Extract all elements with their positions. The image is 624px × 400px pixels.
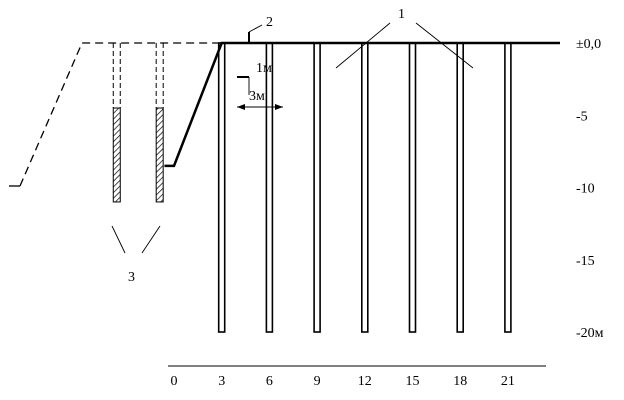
- callout-1-leaders: [335, 22, 474, 69]
- distance-label-9: 9: [314, 374, 321, 389]
- distance-label-15: 15: [406, 374, 420, 389]
- callout-1-label: 1: [398, 7, 405, 22]
- embed-dimension-label: 1м: [256, 61, 272, 76]
- anchor-element: [237, 32, 250, 95]
- callout-2-leader: [248, 24, 263, 33]
- old-piles: [112, 43, 164, 203]
- old-pile-1: [112, 43, 121, 203]
- old-pile-2: [155, 43, 164, 203]
- depth-label-4: -20м: [576, 326, 604, 341]
- distance-label-3: 3: [218, 374, 225, 389]
- distance-label-6: 6: [266, 374, 273, 389]
- pile-21: [504, 42, 512, 333]
- pile-15: [408, 42, 417, 333]
- callout-3-label: 3: [128, 270, 135, 285]
- spacing-dimension: [237, 104, 283, 110]
- depth-label-1: -5: [576, 109, 588, 124]
- pile-9: [313, 42, 321, 333]
- depth-label-2: -10: [576, 182, 595, 197]
- original-ground-profile: [19, 42, 237, 187]
- spacing-dimension-label: 3м: [249, 89, 265, 104]
- callout-2-label: 2: [266, 15, 273, 30]
- slope-line: [164, 42, 223, 168]
- depth-label-0: ±0,0: [576, 37, 601, 52]
- distance-label-18: 18: [453, 374, 467, 389]
- distance-label-21: 21: [501, 374, 515, 389]
- depth-scale: ±0,0 -5 -10 -15 -20м: [576, 37, 604, 341]
- pile-12: [360, 42, 369, 333]
- new-piles: [217, 42, 512, 333]
- pile-3: [217, 42, 226, 333]
- callout-3-leaders: [111, 225, 161, 254]
- distance-scale: 0 3 6 9 12 15 18 21: [171, 374, 515, 389]
- depth-label-3: -15: [576, 254, 595, 269]
- distance-label-0: 0: [171, 374, 178, 389]
- pile-18: [456, 42, 465, 333]
- pile-6: [265, 42, 274, 333]
- distance-label-12: 12: [358, 374, 372, 389]
